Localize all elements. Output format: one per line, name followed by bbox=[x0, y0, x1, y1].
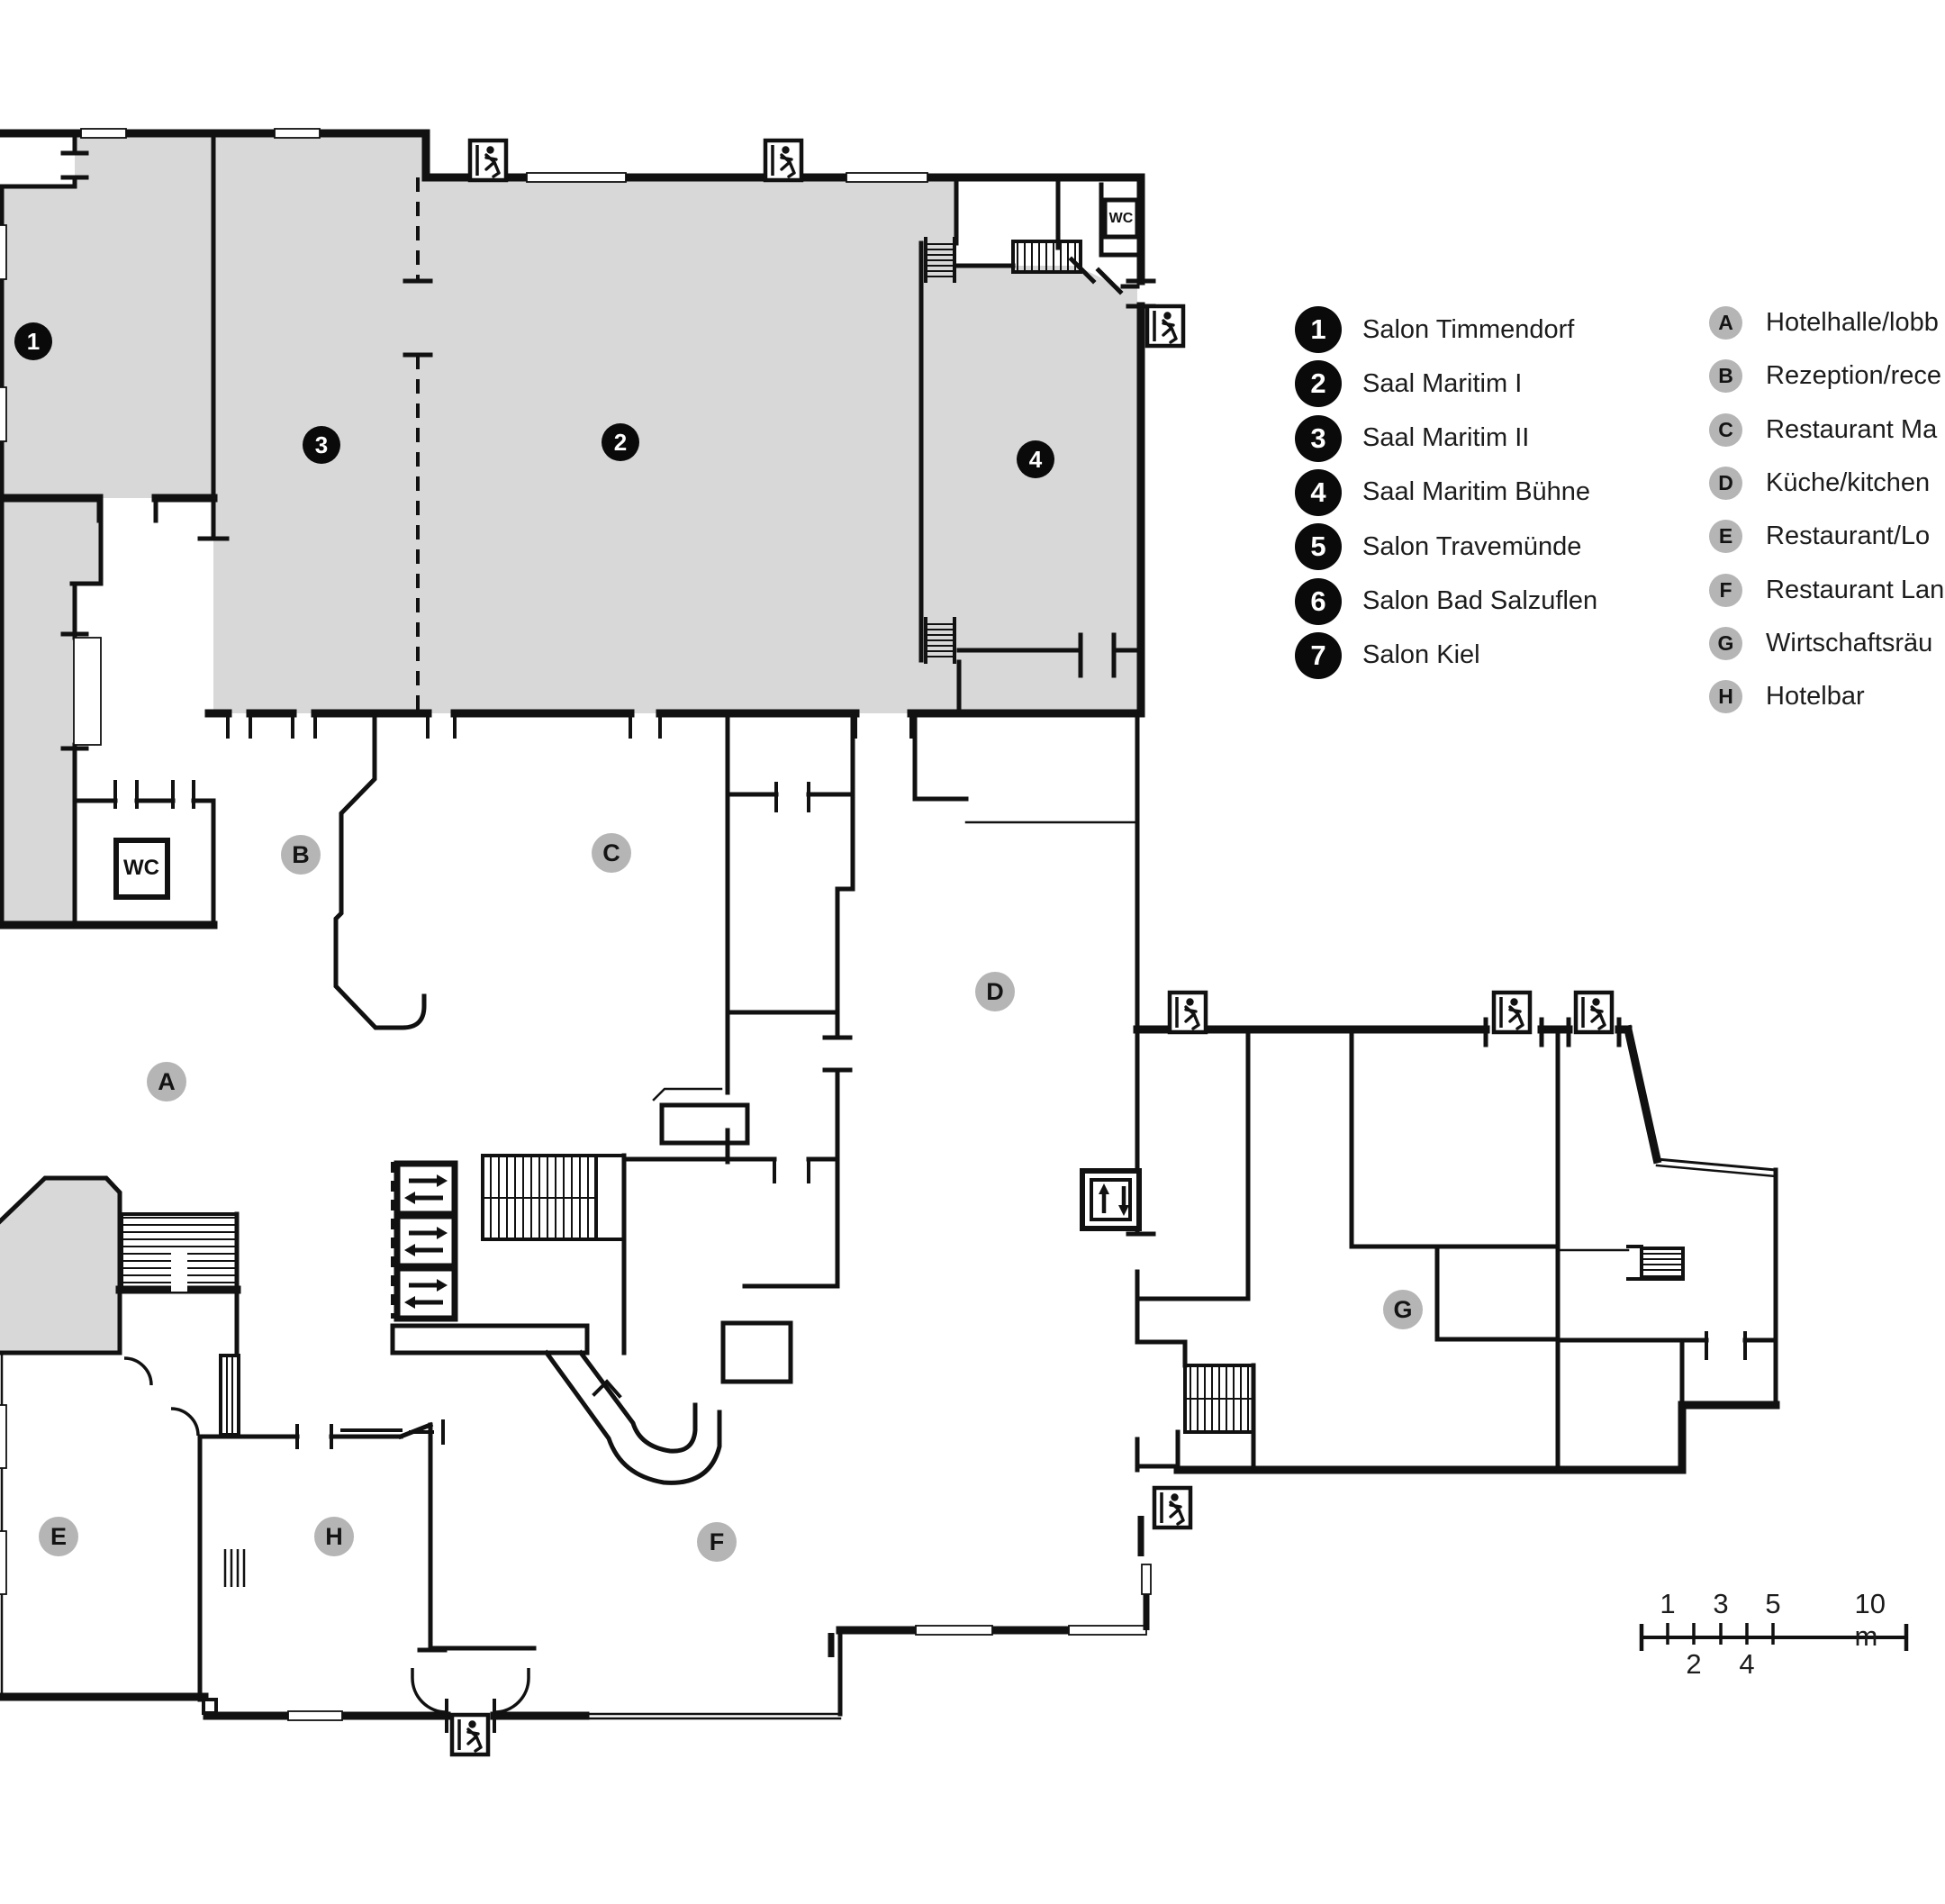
legend-item-E: E Restaurant/Lo bbox=[1709, 520, 1931, 554]
room-marker-3: 3 bbox=[303, 426, 340, 464]
legend-label: Rezeption/rece bbox=[1766, 361, 1942, 391]
heavy-jambs bbox=[828, 1516, 1150, 1657]
area-marker-G: G bbox=[1383, 1290, 1423, 1329]
scale-label: 5 bbox=[1765, 1588, 1781, 1619]
legend-label: Saal Maritim I bbox=[1362, 368, 1523, 398]
room-marker-4: 4 bbox=[1017, 440, 1054, 478]
legend-badge: 2 bbox=[1295, 360, 1342, 408]
area-marker-C: C bbox=[592, 833, 631, 873]
legend-label: Restaurant/Lo bbox=[1766, 521, 1931, 551]
legend-badge: 6 bbox=[1295, 577, 1342, 625]
legend-item-A: A Hotelhalle/lobb bbox=[1709, 306, 1939, 340]
room-marker-1: 1 bbox=[14, 322, 52, 360]
area-marker-B: B bbox=[281, 835, 321, 875]
dashed-partitions bbox=[391, 177, 420, 1319]
slant-wall bbox=[1656, 1157, 1777, 1172]
scale-label: 2 bbox=[1686, 1648, 1702, 1680]
legend-label: Salon Travemünde bbox=[1362, 531, 1582, 561]
legend-badge: H bbox=[1709, 680, 1742, 714]
legend-label: Restaurant Ma bbox=[1766, 414, 1938, 444]
legend-label: Wirtschaftsräu bbox=[1766, 628, 1933, 657]
door-swings bbox=[123, 1356, 530, 1714]
legend-badge: 7 bbox=[1295, 631, 1342, 679]
legend-item-5: 5 Salon Travemünde bbox=[1295, 523, 1582, 571]
legend-item-4: 4 Saal Maritim Bühne bbox=[1295, 468, 1591, 516]
wc-label: WC bbox=[1108, 211, 1134, 226]
room-marker-2: 2 bbox=[602, 423, 639, 461]
elevator-updown-icon bbox=[1080, 1168, 1142, 1231]
legend-label: Saal Maritim II bbox=[1362, 423, 1530, 453]
wc-boxes bbox=[113, 197, 1140, 900]
stair-hatching bbox=[122, 243, 1683, 1435]
area-marker-H: H bbox=[314, 1517, 354, 1556]
scale-label: 4 bbox=[1739, 1648, 1755, 1680]
legend-item-6: 6 Salon Bad Salzuflen bbox=[1295, 577, 1598, 625]
scale-label: 3 bbox=[1713, 1588, 1729, 1619]
legend-label: Salon Kiel bbox=[1362, 640, 1480, 670]
legend-item-C: C Restaurant Ma bbox=[1709, 413, 1937, 447]
legend-label: Salon Bad Salzuflen bbox=[1362, 586, 1598, 615]
scale-bar bbox=[1639, 1623, 1909, 1651]
window-strips bbox=[0, 128, 1152, 1721]
legend-badge: E bbox=[1709, 520, 1742, 554]
legend-label: Hotelbar bbox=[1766, 682, 1865, 712]
scale-label: 1 bbox=[1660, 1588, 1676, 1619]
legend-item-7: 7 Salon Kiel bbox=[1295, 631, 1480, 679]
legend-badge: G bbox=[1709, 626, 1742, 660]
legend-badge: 3 bbox=[1295, 414, 1342, 462]
legend-label: Küche/kitchen bbox=[1766, 467, 1931, 497]
legend-label: Salon Timmendorf bbox=[1362, 314, 1575, 344]
legend-badge: 1 bbox=[1295, 306, 1342, 353]
legend-badge: 5 bbox=[1295, 523, 1342, 571]
legend-item-2: 2 Saal Maritim I bbox=[1295, 360, 1523, 408]
shaded-rooms bbox=[0, 133, 1137, 1353]
stair-gap bbox=[171, 1250, 187, 1292]
legend-item-3: 3 Saal Maritim II bbox=[1295, 414, 1530, 462]
legend-badge: F bbox=[1709, 573, 1742, 607]
legend-badge: C bbox=[1709, 413, 1742, 447]
legend-badge: B bbox=[1709, 359, 1742, 394]
area-marker-F: F bbox=[697, 1522, 737, 1562]
area-marker-E: E bbox=[39, 1517, 78, 1556]
scale-label: 10 m bbox=[1854, 1588, 1886, 1652]
railing-hatch bbox=[223, 1549, 246, 1587]
area-marker-D: D bbox=[975, 972, 1015, 1011]
legend-badge: A bbox=[1709, 306, 1742, 340]
legend-item-B: B Rezeption/rece bbox=[1709, 359, 1942, 394]
legend-item-H: H Hotelbar bbox=[1709, 680, 1865, 714]
legend-item-G: G Wirtschaftsräu bbox=[1709, 626, 1933, 660]
legend-item-F: F Restaurant Lan bbox=[1709, 573, 1945, 607]
legend-badge: D bbox=[1709, 466, 1742, 500]
wc-label: WC bbox=[123, 856, 159, 880]
legend-label: Hotelhalle/lobb bbox=[1766, 308, 1939, 337]
elevator-bank bbox=[397, 1164, 455, 1319]
legend-badge: 4 bbox=[1295, 468, 1342, 516]
hairlines bbox=[0, 821, 1778, 1720]
legend-label: Restaurant Lan bbox=[1766, 575, 1945, 604]
legend-item-1: 1 Salon Timmendorf bbox=[1295, 306, 1574, 353]
area-marker-A: A bbox=[147, 1062, 186, 1102]
legend-item-D: D Küche/kitchen bbox=[1709, 466, 1931, 500]
legend-label: Saal Maritim Bühne bbox=[1362, 477, 1591, 507]
